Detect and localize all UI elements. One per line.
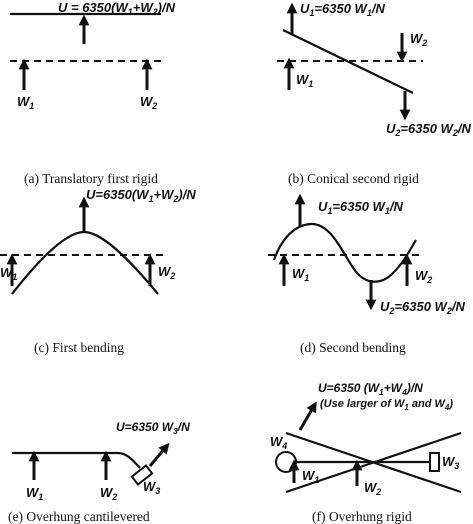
caption-d: (d) Second bending: [300, 340, 406, 355]
first-bending-curve: [11, 230, 159, 295]
overhung-disk: [130, 464, 154, 486]
panel-d: U1=6350 W1/N W1 U2=6350 W2/N W2 (d) Seco…: [268, 193, 465, 355]
w3-label: W3: [442, 454, 459, 471]
u2-label: U2=6350 W2/N: [380, 299, 465, 316]
w1-label: W1: [26, 485, 43, 502]
u1-label: U1=6350 W1/N: [300, 1, 385, 18]
force-label: U=6350(W1+W2)/N: [86, 187, 196, 204]
caption-e: (e) Overhung cantilevered: [8, 509, 150, 524]
panel-c: U=6350(W1+W2)/N W1 W2 (c) First bending: [0, 187, 196, 355]
w1-label: W1: [17, 94, 34, 111]
force-label: U=6350 W3/N: [116, 420, 190, 436]
caption-f: (f) Overhung rigid: [312, 509, 412, 524]
caption-b: (b) Conical second rigid: [288, 171, 419, 186]
rotor-line: [282, 29, 414, 94]
w3-label: W3: [143, 479, 160, 496]
w2-label: W2: [158, 264, 175, 281]
w1-label: W1: [302, 468, 319, 485]
w1-label: W1: [292, 266, 309, 283]
caption-a: (a) Translatory first rigid: [24, 171, 158, 186]
second-bending-curve: [272, 222, 417, 283]
u1-label: U1=6350 W1/N: [318, 199, 403, 216]
panel-e: U=6350 W3/N W1 W2 W3 (e) Overhung cantil…: [8, 420, 190, 524]
overhung-disk-w3: [429, 452, 440, 472]
w1-label: W1: [296, 72, 313, 89]
panel-a: U = 6350(W1+W2)/N W1 W2 (a) Translatory …: [10, 0, 176, 186]
note-label: (Use larger of W1 and W4): [320, 398, 453, 412]
w2-label: W2: [140, 94, 157, 111]
panel-f: U=6350 (W1+W4)/N (Use larger of W1 and W…: [270, 381, 462, 524]
caption-c: (c) First bending: [34, 340, 124, 355]
force-arrow: [148, 442, 170, 467]
w2-label: W2: [100, 485, 117, 502]
w2-label: W2: [415, 268, 432, 285]
w4-label: W4: [270, 434, 287, 451]
force-label: U = 6350(W1+W2)/N: [58, 0, 176, 17]
cantilever-rotor-line: [12, 451, 141, 469]
force-arrow: [298, 401, 317, 431]
w2-label: W2: [410, 31, 427, 48]
panel-b: U1=6350 W1/N W2 W1 U2=6350 W2/N (b) Coni…: [277, 1, 471, 186]
w1-label: W1: [0, 265, 17, 282]
u2-label: U2=6350 W2/N: [386, 121, 471, 138]
force-label: U=6350 (W1+W4)/N: [318, 381, 423, 397]
w2-label: W2: [364, 480, 381, 497]
